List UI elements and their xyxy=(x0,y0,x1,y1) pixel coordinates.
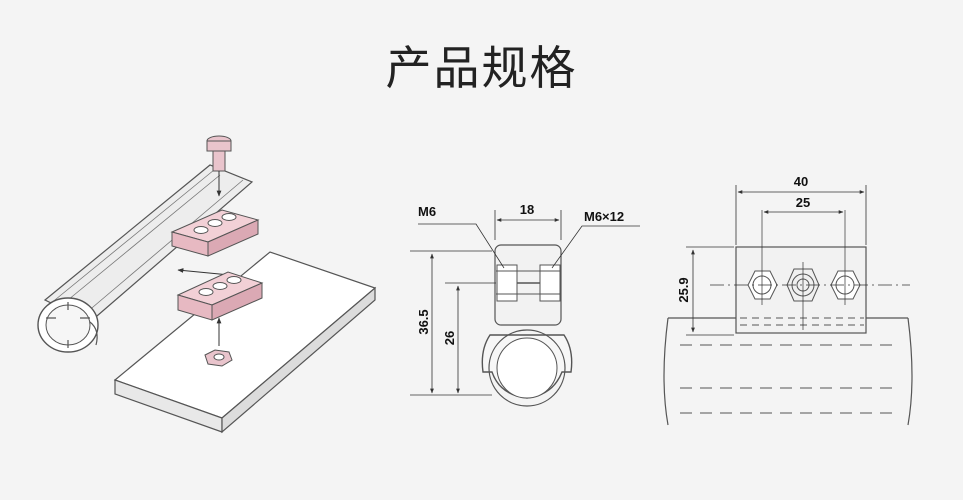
page-title: 产品规格 xyxy=(385,41,578,95)
hex-nut xyxy=(204,349,233,367)
total-height-dimension-label: 36.5 xyxy=(416,309,431,334)
width-dimension-label: 18 xyxy=(520,202,534,217)
side-view-drawing xyxy=(663,185,913,426)
upper-clamp-block xyxy=(170,209,260,257)
isometric-assembly xyxy=(37,135,377,434)
bolt-size-label: M6 xyxy=(418,204,436,219)
screw-size-label: M6×12 xyxy=(584,209,624,224)
pipe-tube xyxy=(37,164,254,353)
block-height-dimension-label: 25.9 xyxy=(676,277,691,302)
tube-height-dimension-label: 26 xyxy=(442,331,457,345)
hole-spacing-dimension-label: 25 xyxy=(796,195,810,210)
lower-clamp-block xyxy=(176,271,264,321)
base-plate xyxy=(113,251,377,434)
length-dimension-label: 40 xyxy=(794,174,808,189)
front-view-drawing xyxy=(410,210,640,407)
socket-screw xyxy=(206,135,232,197)
